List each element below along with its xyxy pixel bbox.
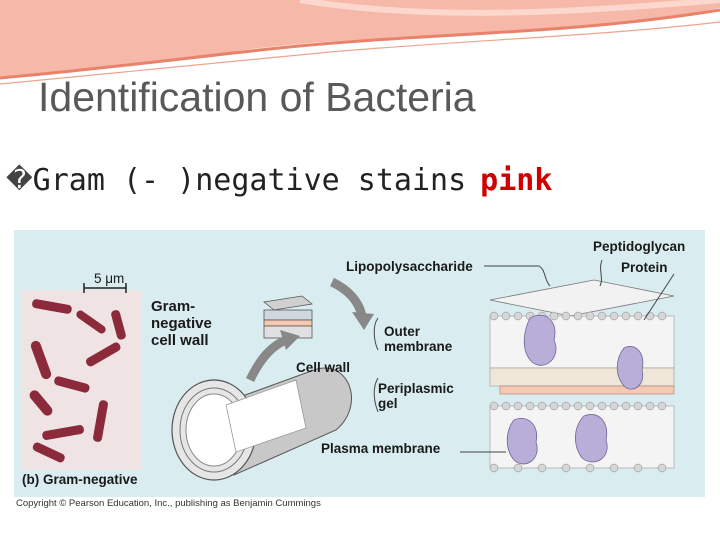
cell-illustration: [171, 367, 352, 481]
bullet-item: � Gram (- )negative stains pink: [6, 160, 552, 200]
label-line: gel: [378, 396, 398, 411]
label-lipopolysaccharide: Lipopolysaccharide: [346, 259, 473, 274]
slide-title: Identification of Bacteria: [38, 74, 476, 120]
label-line: Periplasmic: [378, 381, 454, 396]
scale-bar-label: 5 μm: [94, 271, 125, 286]
label-cell-wall: Cell wall: [296, 360, 351, 375]
gram-negative-figure: 5 μm Gram- negative cell wall Lipopolysa…: [14, 230, 705, 510]
label-periplasmic-gel: Periplasmic gel: [378, 381, 454, 411]
label-line: Gram-: [151, 298, 196, 315]
header-swoosh: [0, 0, 720, 85]
label-protein: Protein: [621, 260, 668, 275]
label-peptidoglycan: Peptidoglycan: [593, 239, 686, 254]
label-plasma-membrane: Plasma membrane: [321, 441, 441, 456]
bullet-glyph: �: [6, 165, 33, 195]
label-gram-negative-cell-wall: Gram- negative cell wall: [151, 298, 212, 349]
membrane-block: [489, 279, 675, 473]
label-line: membrane: [384, 339, 453, 354]
copyright-notice: Copyright © Pearson Education, Inc., pub…: [14, 497, 705, 511]
figure-caption: (b) Gram-negative: [22, 472, 138, 487]
label-outer-membrane: Outer membrane: [384, 324, 452, 354]
label-line: Outer: [384, 324, 421, 339]
label-line: negative: [151, 315, 212, 332]
figure-illustration: [22, 259, 675, 481]
wall-cube: [263, 295, 313, 339]
bacteria-rods: [29, 299, 126, 463]
bullet-text: Gram (- )negative stains: [32, 162, 467, 198]
bullet-highlight: pink: [480, 162, 553, 198]
label-line: cell wall: [151, 332, 209, 349]
